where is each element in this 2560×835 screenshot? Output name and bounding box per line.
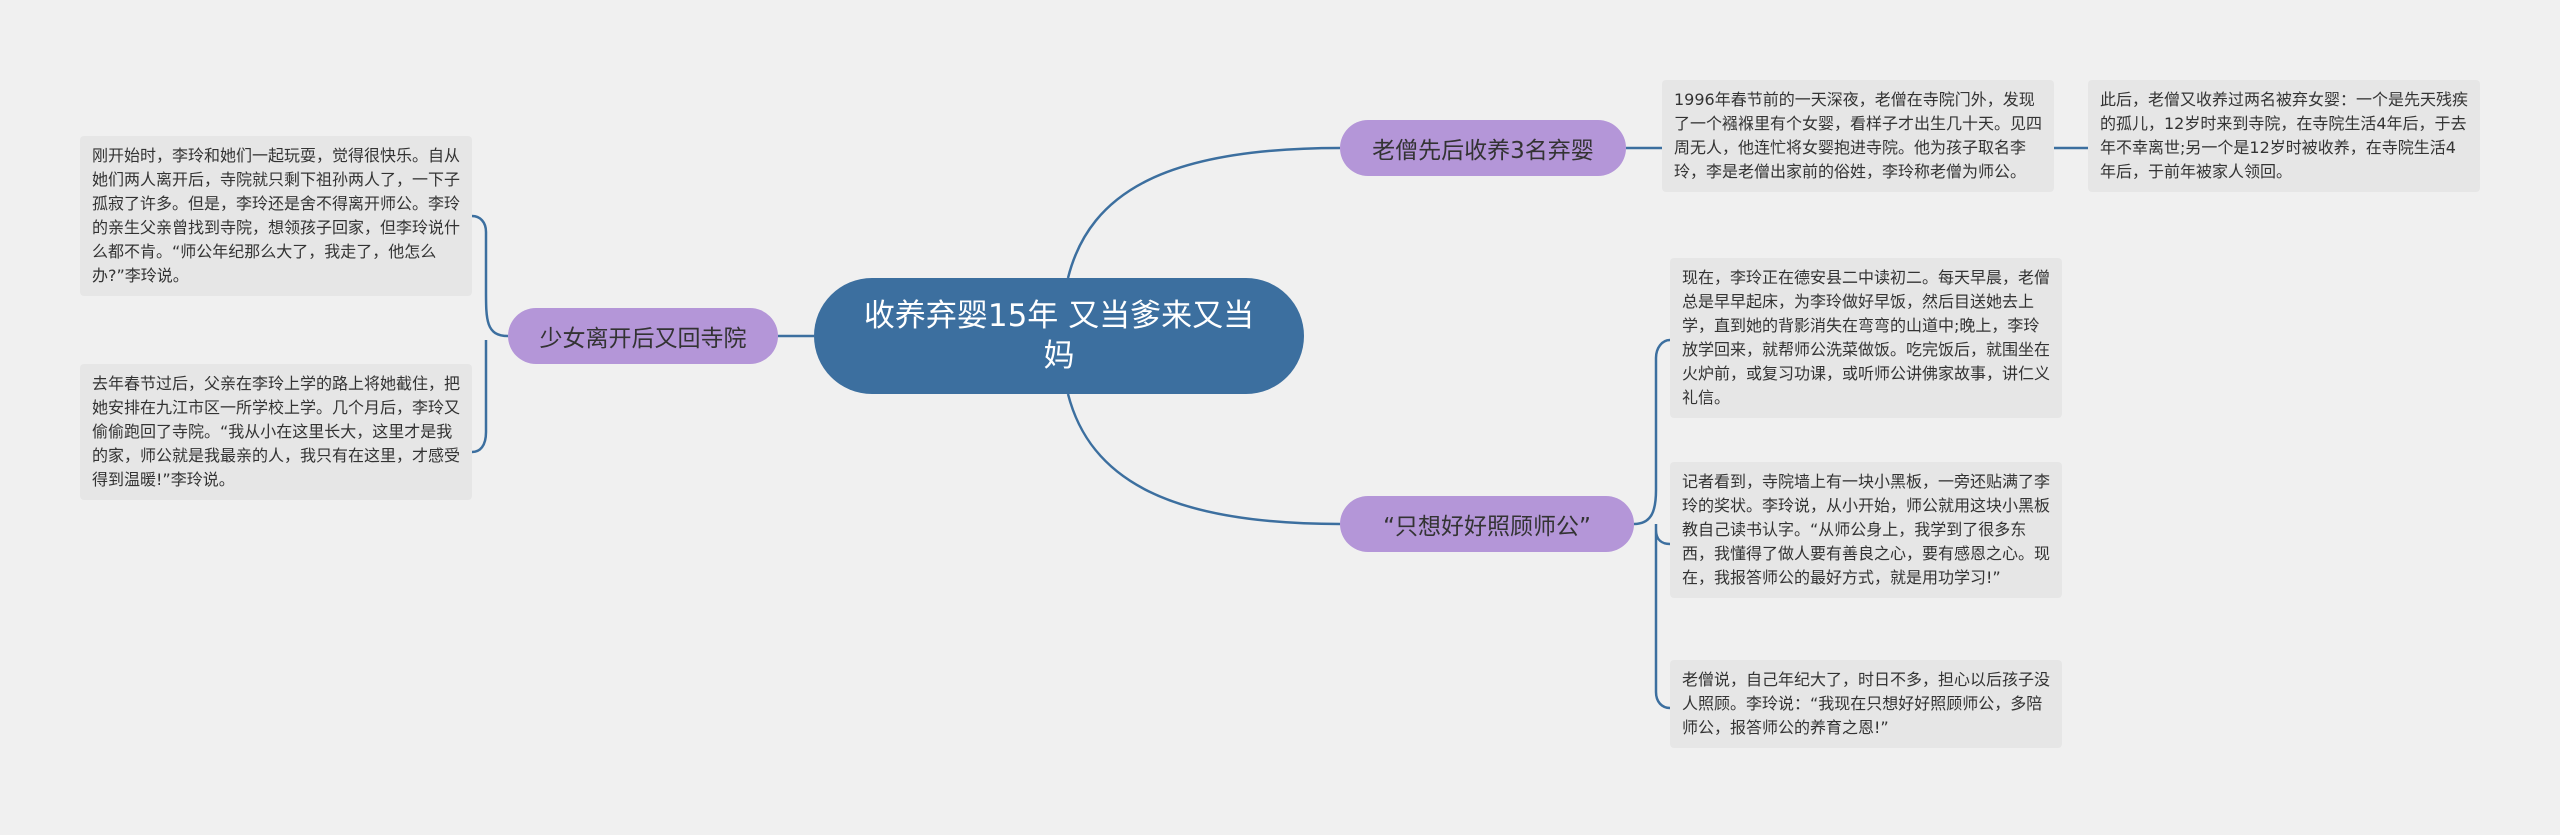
branch-return[interactable]: 少女离开后又回寺院	[508, 308, 778, 364]
leaf-adoption-story: 1996年春节前的一天深夜，老僧在寺院门外，发现了一个襁褓里有个女婴，看样子才出…	[1662, 80, 2054, 192]
leaf-ran-back: 去年春节过后，父亲在李玲上学的路上将她截住，把她安排在九江市区一所学校上学。几个…	[80, 364, 472, 500]
leaf-take-care: 老僧说，自己年纪大了，时日不多，担心以后孩子没人照顾。李玲说：“我现在只想好好照…	[1670, 660, 2062, 748]
connector-b2-leaves	[471, 214, 509, 454]
connector-root-b1	[1066, 146, 1341, 279]
leaf-lonely-temple: 刚开始时，李玲和她们一起玩耍，觉得很快乐。自从她们两人离开后，寺院就只剩下祖孙两…	[80, 136, 472, 296]
leaf-daily-life: 现在，李玲正在德安县二中读初二。每天早晨，老僧总是早早起床，为李玲做好早饭，然后…	[1670, 258, 2062, 418]
branch-adoption[interactable]: 老僧先后收养3名弃婴	[1340, 120, 1626, 176]
connector-root-b3	[1066, 393, 1341, 526]
branch-care[interactable]: “只想好好照顾师公”	[1340, 496, 1634, 552]
leaf-other-girls: 此后，老僧又收养过两名被弃女婴：一个是先天残疾的孤儿，12岁时来到寺院，在寺院生…	[2088, 80, 2480, 192]
root-topic[interactable]: 收养弃婴15年 又当爹来又当妈	[814, 278, 1304, 394]
connector-b3-leaves	[1633, 338, 1671, 710]
leaf-blackboard: 记者看到，寺院墙上有一块小黑板，一旁还贴满了李玲的奖状。李玲说，从小开始，师公就…	[1670, 462, 2062, 598]
